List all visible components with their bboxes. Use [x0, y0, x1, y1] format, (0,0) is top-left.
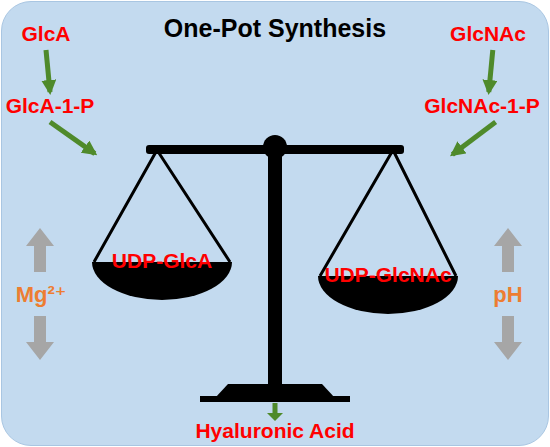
compound-node: GlcNAc — [440, 22, 536, 48]
increase-arrow — [494, 228, 522, 272]
compound-label: GlcA-1-P — [0, 94, 102, 118]
scale-base — [215, 384, 335, 398]
compound-label: UDP-GlcA — [82, 249, 242, 273]
reaction-arrow — [50, 122, 95, 154]
condition-label: Mg²⁺ — [2, 282, 80, 308]
decrease-arrow — [26, 316, 54, 360]
scale-post — [268, 150, 282, 390]
pan-outline — [92, 146, 232, 306]
pan-strings — [94, 150, 230, 262]
pan-outline — [318, 146, 458, 322]
reaction-arrow — [452, 122, 495, 155]
scale-pan: UDP-GlcA — [92, 146, 232, 306]
pan-strings — [320, 150, 456, 276]
compound-label: GlcA — [8, 22, 84, 46]
compound-label: Hyaluronic Acid — [150, 419, 400, 443]
reaction-arrow — [489, 50, 493, 92]
condition-label: pH — [478, 282, 538, 308]
compound-node: GlcA-1-P — [0, 94, 102, 120]
product-arrow — [273, 403, 278, 414]
compound-node: Hyaluronic Acid — [150, 419, 400, 445]
compound-label: GlcNAc-1-P — [414, 94, 550, 118]
scale-knob — [263, 135, 287, 159]
scale-pan: UDP-GlcNAc — [318, 146, 458, 322]
reaction-arrow — [46, 50, 50, 92]
compound-label: UDP-GlcNAc — [300, 263, 476, 287]
scale-foot — [200, 396, 350, 402]
diagram-title: One-Pot Synthesis — [0, 14, 550, 43]
compound-label: GlcNAc — [440, 22, 536, 46]
compound-node: GlcA — [8, 22, 84, 48]
increase-arrow — [26, 228, 54, 272]
decrease-arrow — [494, 316, 522, 360]
compound-node: GlcNAc-1-P — [414, 94, 550, 120]
